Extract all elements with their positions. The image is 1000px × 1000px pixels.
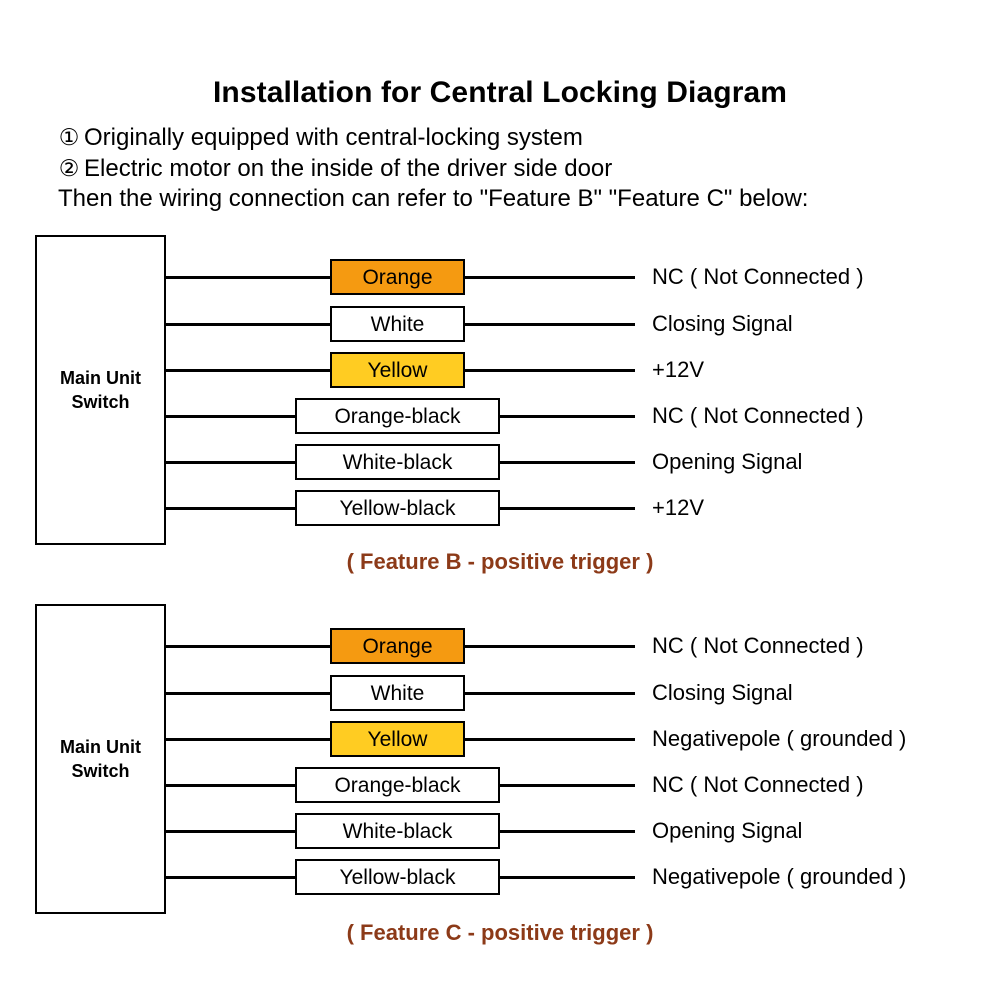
note-text-2: Electric motor on the inside of the driv… bbox=[84, 155, 613, 182]
wire-function-label: NC ( Not Connected ) bbox=[652, 633, 864, 658]
wire-row: White-black Opening Signal bbox=[0, 813, 1000, 849]
wire-color-label: Yellow bbox=[330, 352, 465, 388]
wire-line-left bbox=[166, 507, 295, 510]
wire-color-label: White bbox=[330, 306, 465, 342]
wire-line-right bbox=[500, 876, 635, 879]
wire-row: Orange-black NC ( Not Connected ) bbox=[0, 767, 1000, 803]
main-unit-switch-label-b: Main Unit Switch bbox=[60, 368, 141, 412]
caption-feature-c: ( Feature C - positive trigger ) bbox=[346, 920, 654, 945]
wire-line-left bbox=[166, 369, 330, 372]
wire-line-left bbox=[166, 276, 330, 279]
wire-function-label: Closing Signal bbox=[652, 680, 793, 705]
wire-color-label: White bbox=[330, 675, 465, 711]
wire-color-label: White-black bbox=[295, 444, 500, 480]
wire-row: Yellow Negativepole ( grounded ) bbox=[0, 721, 1000, 757]
wire-row-list-c: Orange NC ( Not Connected ) White Closing S… bbox=[0, 597, 1000, 947]
wire-color-label: Orange-black bbox=[295, 398, 500, 434]
wire-function-label: Negativepole ( grounded ) bbox=[652, 726, 907, 751]
main-unit-switch-label-c: Main Unit Switch bbox=[60, 737, 141, 781]
wire-line-left bbox=[166, 323, 330, 326]
wire-row: Orange-black NC ( Not Connected ) bbox=[0, 398, 1000, 434]
wire-line-right bbox=[465, 369, 635, 372]
main-unit-switch-box-c: Main Unit Switch bbox=[35, 604, 166, 914]
wire-line-left bbox=[166, 784, 295, 787]
wire-row: Orange NC ( Not Connected ) bbox=[0, 259, 1000, 295]
wire-row: Orange NC ( Not Connected ) bbox=[0, 628, 1000, 664]
wire-line-left bbox=[166, 876, 295, 879]
wire-line-left bbox=[166, 415, 295, 418]
header-closing-line: Then the wiring connection can refer to … bbox=[58, 185, 809, 212]
wire-function-label: Closing Signal bbox=[652, 311, 793, 336]
page-title: Installation for Central Locking Diagram bbox=[212, 76, 788, 109]
wire-function-label: NC ( Not Connected ) bbox=[652, 264, 864, 289]
wire-line-left bbox=[166, 461, 295, 464]
wire-color-label: Orange bbox=[330, 628, 465, 664]
wire-line-left bbox=[166, 692, 330, 695]
wire-function-label: Opening Signal bbox=[652, 449, 803, 474]
wire-line-right bbox=[500, 507, 635, 510]
wire-line-right bbox=[465, 738, 635, 741]
wire-color-label: Orange bbox=[330, 259, 465, 295]
wire-row: White-black Opening Signal bbox=[0, 444, 1000, 480]
wire-line-right bbox=[500, 461, 635, 464]
wire-row: White Closing Signal bbox=[0, 306, 1000, 342]
wire-row: Yellow +12V bbox=[0, 352, 1000, 388]
wire-function-label: NC ( Not Connected ) bbox=[652, 772, 864, 797]
wire-color-label: Orange-black bbox=[295, 767, 500, 803]
wire-line-right bbox=[500, 784, 635, 787]
wire-line-right bbox=[465, 692, 635, 695]
wiring-diagram-feature-b: Main Unit Switch Orange NC ( Not Connecte… bbox=[0, 228, 1000, 573]
wire-row: Yellow-black Negativepole ( grounded ) bbox=[0, 859, 1000, 895]
wire-row-list-b: Orange NC ( Not Connected ) White Closing S… bbox=[0, 228, 1000, 573]
wire-function-label: Negativepole ( grounded ) bbox=[652, 864, 907, 889]
wire-line-right bbox=[465, 323, 635, 326]
wire-line-right bbox=[465, 645, 635, 648]
wire-row: White Closing Signal bbox=[0, 675, 1000, 711]
wire-color-label: Yellow bbox=[330, 721, 465, 757]
wiring-diagram-feature-c: Main Unit Switch Orange NC ( Not Connecte… bbox=[0, 597, 1000, 947]
wire-line-right bbox=[500, 830, 635, 833]
wire-line-left bbox=[166, 830, 295, 833]
wire-line-right bbox=[500, 415, 635, 418]
wire-color-label: White-black bbox=[295, 813, 500, 849]
note-marker-2: ② bbox=[58, 155, 80, 181]
note-marker-1: ① bbox=[58, 124, 80, 150]
wire-row: Yellow-black +12V bbox=[0, 490, 1000, 526]
wire-function-label: +12V bbox=[652, 357, 704, 382]
wire-color-label: Yellow-black bbox=[295, 490, 500, 526]
wire-function-label: NC ( Not Connected ) bbox=[652, 403, 864, 428]
wire-function-label: +12V bbox=[652, 495, 704, 520]
caption-feature-b: ( Feature B - positive trigger ) bbox=[346, 549, 654, 574]
wire-color-label: Yellow-black bbox=[295, 859, 500, 895]
wire-function-label: Opening Signal bbox=[652, 818, 803, 843]
wire-line-left bbox=[166, 645, 330, 648]
note-text-1: Originally equipped with central-locking… bbox=[84, 124, 583, 151]
main-unit-switch-box-b: Main Unit Switch bbox=[35, 235, 166, 545]
wire-line-left bbox=[166, 738, 330, 741]
wire-line-right bbox=[465, 276, 635, 279]
